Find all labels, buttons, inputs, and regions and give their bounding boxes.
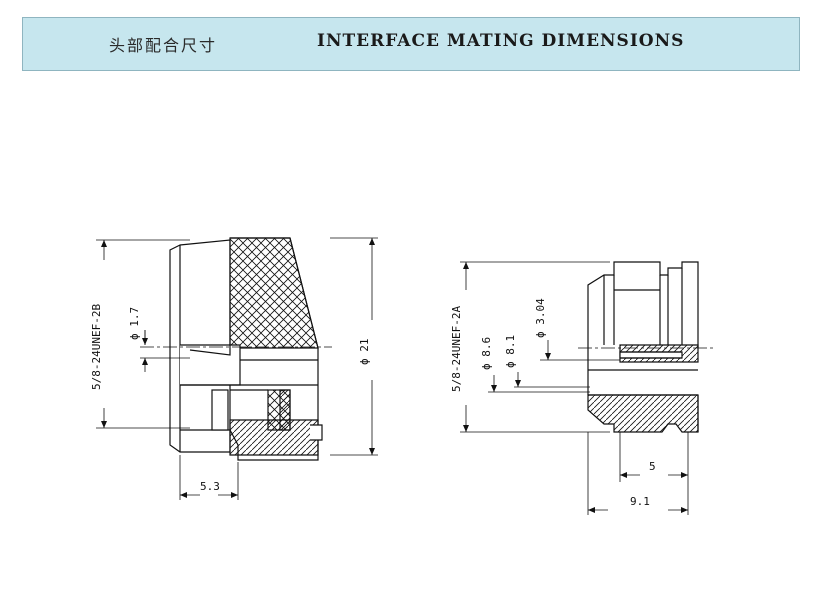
right-dimension-labels: 5/8-24UNEF-2A ϕ 8.6 ϕ 8.1 ϕ 3.04 5 9.1 [450,298,656,508]
right-connector-view [578,261,716,433]
left-thread-label: 5/8-24UNEF-2B [90,304,103,390]
left-d-small-label: ϕ 1.7 [128,307,141,340]
header-bar: 头部配合尺寸 INTERFACE MATING DIMENSIONS [22,17,800,71]
right-len1-label: 5 [649,460,656,473]
right-d2-label: ϕ 8.1 [504,335,517,368]
left-connector-view [140,237,332,461]
left-dimension-labels: 5/8-24UNEF-2B ϕ 1.7 ϕ 21 5.3 [90,304,371,493]
right-len2-label: 9.1 [630,495,650,508]
right-d1-label: ϕ 8.6 [480,337,493,370]
left-len-label: 5.3 [200,480,220,493]
left-inner-bore [180,344,241,386]
right-body-hatch [587,394,699,433]
left-d-outer-label: ϕ 21 [358,339,371,366]
right-d3-label: ϕ 3.04 [534,298,547,338]
right-dimensions [460,261,689,515]
title-chinese: 头部配合尺寸 [109,36,218,55]
left-knurl-section [229,237,319,349]
title-english: INTERFACE MATING DIMENSIONS [317,31,685,51]
left-dimensions [96,237,378,500]
right-thread-label: 5/8-24UNEF-2A [450,306,463,392]
